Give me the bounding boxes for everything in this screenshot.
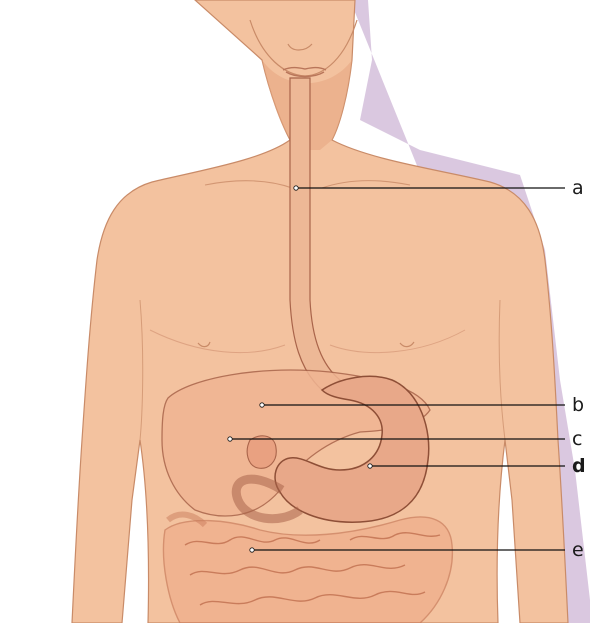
leader-dot-b: [260, 403, 264, 407]
leader-dot-c: [228, 437, 232, 441]
leader-dot-e: [250, 548, 254, 552]
label-e: e: [572, 539, 584, 561]
leader-dot-a: [294, 186, 298, 190]
label-d: d: [572, 455, 586, 477]
leader-dot-d: [368, 464, 372, 468]
label-b: b: [572, 394, 584, 416]
label-a: a: [572, 177, 584, 199]
label-c: c: [572, 428, 582, 450]
gallbladder: [247, 436, 276, 468]
